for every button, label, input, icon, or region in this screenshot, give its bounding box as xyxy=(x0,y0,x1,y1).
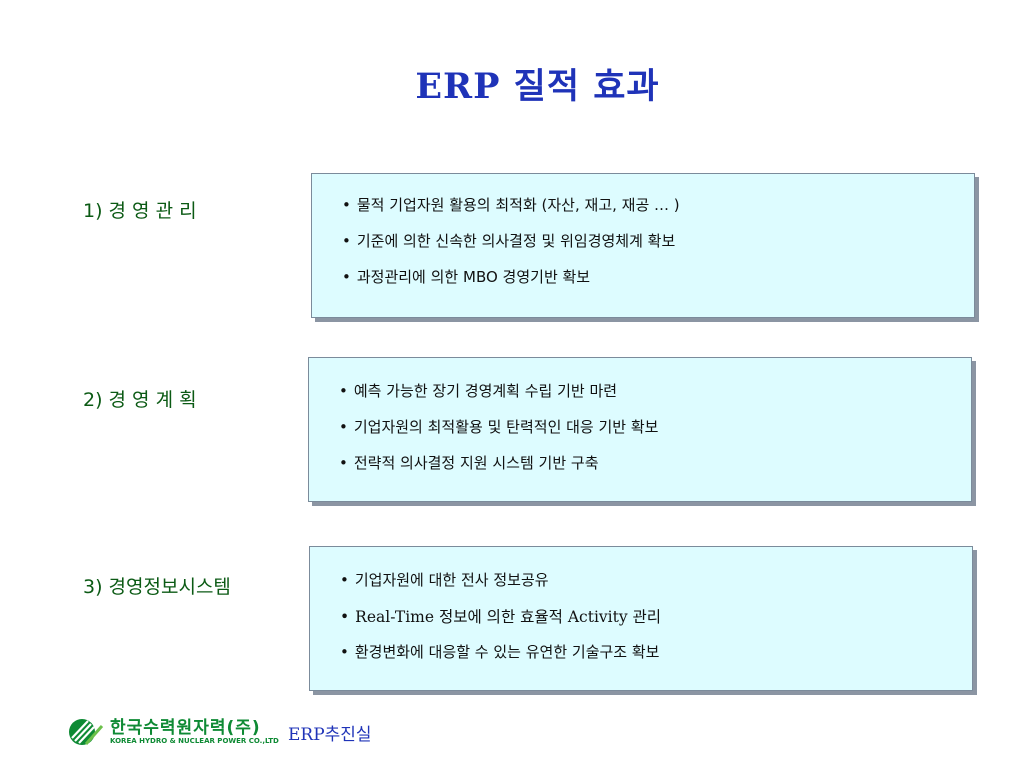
list-item: •과정관리에 의한 MBO 경영기반 확보 xyxy=(342,268,591,286)
khnp-logo-icon xyxy=(68,718,104,746)
list-item: •기업자원에 대한 전사 정보공유 xyxy=(340,571,549,589)
bullet-glyph: • xyxy=(339,418,348,436)
list-item: •기준에 의한 신속한 의사결정 및 위임경영체계 확보 xyxy=(342,232,676,250)
footer: 한국수력원자력(주) KOREA HYDRO & NUCLEAR POWER C… xyxy=(68,714,372,750)
bullet-glyph: • xyxy=(340,643,349,661)
section-box-mis: •기업자원에 대한 전사 정보공유 •Real-Time 정보에 의한 효율적 … xyxy=(309,546,973,691)
bullet-glyph: • xyxy=(342,196,351,214)
section-label-management: 1) 경 영 관 리 xyxy=(83,200,197,222)
list-item: •환경변화에 대응할 수 있는 유연한 기술구조 확보 xyxy=(340,643,660,661)
page-title: ERP 질적 효과 xyxy=(415,66,660,107)
list-item: •Real-Time 정보에 의한 효율적 Activity 관리 xyxy=(340,608,662,626)
section-box-planning: •예측 가능한 장기 경영계획 수립 기반 마련 •기업자원의 최적활용 및 탄… xyxy=(308,357,972,502)
bullet-glyph: • xyxy=(339,454,348,472)
bullet-glyph: • xyxy=(340,608,350,626)
bullet-glyph: • xyxy=(340,571,349,589)
company-logo: 한국수력원자력(주) KOREA HYDRO & NUCLEAR POWER C… xyxy=(110,719,279,745)
list-item: •전략적 의사결정 지원 시스템 기반 구축 xyxy=(339,454,599,472)
section-label-planning: 2) 경 영 계 획 xyxy=(83,389,197,411)
bullet-glyph: • xyxy=(339,382,348,400)
section-box-management: •물적 기업자원 활용의 최적화 (자산, 재고, 재공 … ) •기준에 의한… xyxy=(311,173,975,318)
company-name-kr: 한국수력원자력(주) xyxy=(110,718,261,738)
bullet-glyph: • xyxy=(342,268,351,286)
section-label-mis: 3) 경영정보시스템 xyxy=(83,576,231,598)
department-label: ERP추진실 xyxy=(288,725,372,745)
list-item: •물적 기업자원 활용의 최적화 (자산, 재고, 재공 … ) xyxy=(342,196,680,214)
list-item: •예측 가능한 장기 경영계획 수립 기반 마련 xyxy=(339,382,618,400)
company-name-en: KOREA HYDRO & NUCLEAR POWER CO.,LTD xyxy=(110,737,279,745)
list-item: •기업자원의 최적활용 및 탄력적인 대응 기반 확보 xyxy=(339,418,659,436)
bullet-glyph: • xyxy=(342,232,351,250)
